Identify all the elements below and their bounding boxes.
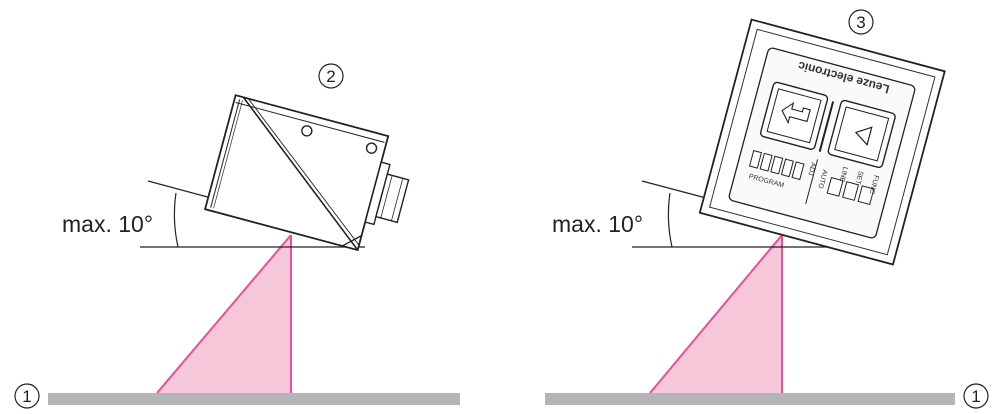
sensor-front-view: Leuze electronic AUTO ADJ LINE S: [698, 18, 946, 266]
right-angle-label: max. 10°: [552, 211, 643, 237]
callout-2: 2: [318, 63, 344, 89]
left-reference-surface: [48, 393, 460, 405]
left-beam-edge-diagonal: [156, 234, 292, 394]
callout-3-number: 3: [856, 13, 865, 32]
left-angle-label: max. 10°: [62, 211, 153, 237]
callout-1-right: 1: [963, 383, 989, 409]
led-label-set: SET: [853, 170, 863, 186]
callout-3: 3: [848, 9, 874, 35]
left-angle-arc: [173, 192, 179, 248]
right-angle-arc: [667, 192, 673, 248]
led-label-func: FUNC: [868, 174, 880, 195]
sensor-side-view: [203, 94, 410, 252]
callout-1-left: 1: [14, 383, 40, 409]
right-beam-edge-diagonal: [649, 234, 783, 394]
status-leds: [748, 149, 875, 206]
led-label-auto: AUTO: [816, 169, 828, 190]
led-label-line: LINE: [838, 166, 849, 183]
right-reference-surface: [545, 393, 955, 405]
right-diagram: max. 10° Leuze electronic: [545, 9, 989, 409]
left-diagram: max. 10° 2 1: [14, 63, 460, 409]
callout-1-left-number: 1: [22, 387, 31, 406]
callout-2-number: 2: [326, 67, 335, 86]
led-label-adj: ADJ: [806, 161, 816, 176]
callout-1-right-number: 1: [971, 387, 980, 406]
